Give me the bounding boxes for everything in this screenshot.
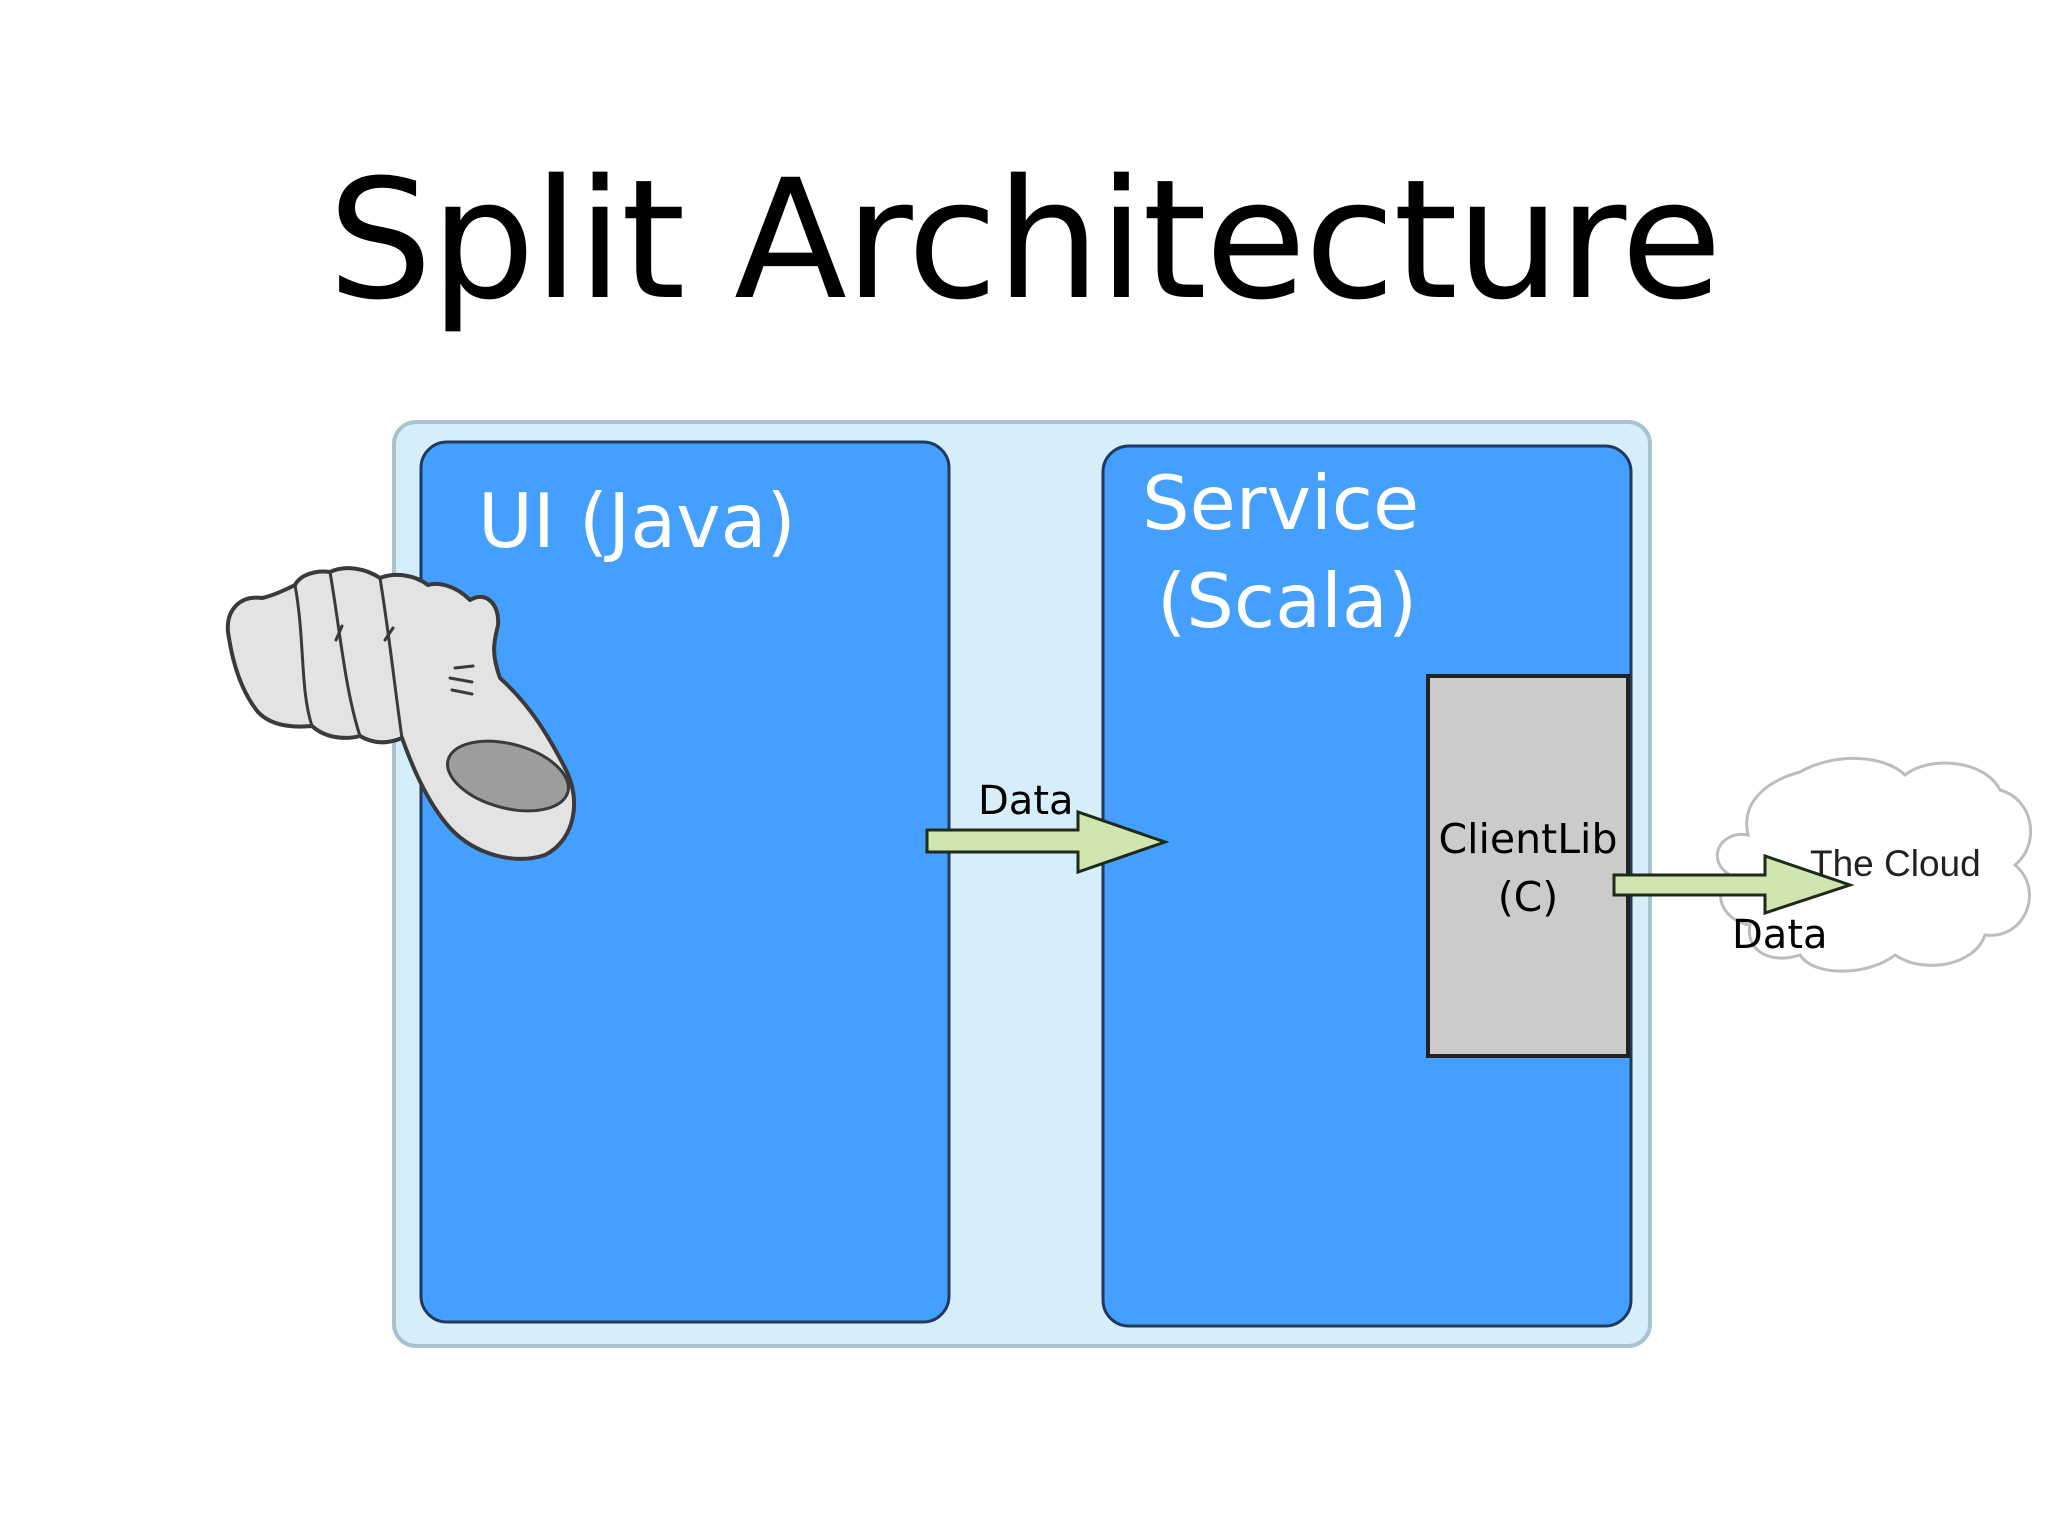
clientlib-label: ClientLib (C) <box>1428 810 1628 926</box>
cloud-label: The Cloud <box>1810 843 1981 884</box>
slide-title: Split Architecture <box>327 144 1722 336</box>
scala-label: (Scala) <box>1157 557 1418 645</box>
service-label: Service <box>1142 459 1420 547</box>
clientlib-line2: (C) <box>1497 873 1559 921</box>
data-arrow-ui-to-service <box>925 809 1170 875</box>
cloud-icon <box>1715 756 2032 973</box>
ui-java-label: UI (Java) <box>478 477 796 565</box>
clientlib-line1: ClientLib <box>1438 815 1618 863</box>
clientlib-box <box>1426 674 1630 1058</box>
data-label-clientlib-cloud: Data <box>1732 912 1828 958</box>
ui-java-box <box>419 440 951 1324</box>
pointing-hand-icon <box>225 566 577 861</box>
data-arrow-clientlib-to-cloud <box>1612 853 1855 916</box>
data-label-ui-service: Data <box>978 778 1074 824</box>
